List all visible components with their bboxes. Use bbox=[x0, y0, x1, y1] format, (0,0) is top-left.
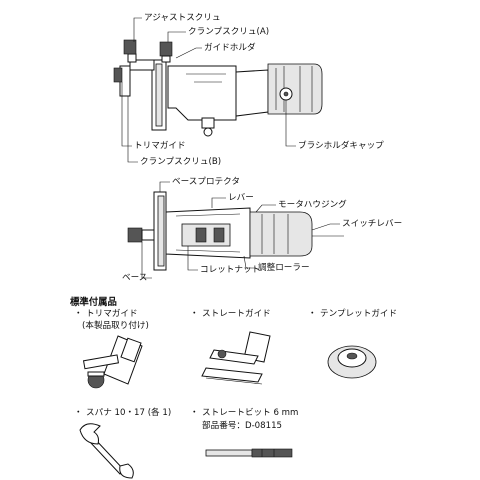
accessory-trim-guide-label: トリマガイド bbox=[86, 309, 138, 319]
motor-housing-label: モータハウジング bbox=[278, 200, 347, 210]
accessory-template-guide-label: テンプレットガイド bbox=[320, 309, 398, 319]
trim-guide-accessory-illustration bbox=[82, 335, 143, 389]
base-protector-label: ベースプロテクタ bbox=[172, 177, 240, 187]
guide-holder-label: ガイドホルダ bbox=[204, 43, 256, 53]
bullet: ・ bbox=[74, 408, 83, 418]
lever-label: レバー bbox=[228, 193, 254, 203]
accessory-trim-guide-note: (本製品取り付け) bbox=[82, 321, 149, 331]
straight-guide-accessory-illustration bbox=[201, 331, 271, 385]
base-label: ベース bbox=[122, 273, 148, 283]
trim-guide-label: トリマガイド bbox=[134, 141, 186, 151]
accessory-straight-bit-label: ストレートビット 6 mm bbox=[202, 408, 299, 418]
accessory-straight-guide-label: ストレートガイド bbox=[202, 309, 271, 319]
straight-bit-accessory-illustration bbox=[205, 448, 293, 458]
trimmer-side-illustration bbox=[127, 181, 344, 279]
accessory-trim-guide: ・トリマガイド bbox=[74, 309, 138, 320]
clamp-screw-a-label: クランプスクリュ(A) bbox=[188, 27, 270, 37]
accessory-spanner: ・スパナ 10・17 (各 1) bbox=[74, 408, 171, 419]
bullet: ・ bbox=[74, 309, 83, 319]
accessories-heading: 標準付属品 bbox=[70, 297, 117, 308]
switch-lever-label: スイッチレバー bbox=[342, 219, 403, 229]
trimmer-with-guide-illustration bbox=[113, 17, 323, 163]
accessory-spanner-label: スパナ 10・17 (各 1) bbox=[86, 408, 172, 418]
accessory-part-number: 部品番号：D-08115 bbox=[202, 421, 283, 431]
bullet: ・ bbox=[308, 309, 317, 319]
collet-nut-label: コレットナット bbox=[200, 265, 261, 275]
bullet: ・ bbox=[190, 408, 199, 418]
accessory-template-guide: ・テンプレットガイド bbox=[308, 309, 397, 320]
bullet: ・ bbox=[190, 309, 199, 319]
spanner-accessory-illustration bbox=[79, 423, 134, 479]
clamp-screw-b-label: クランプスクリュ(B) bbox=[140, 157, 222, 167]
template-guide-accessory-illustration bbox=[327, 345, 377, 379]
adjust-screw-label: アジャストスクリュ bbox=[144, 13, 221, 23]
accessory-straight-guide: ・ストレートガイド bbox=[190, 309, 271, 320]
accessory-straight-bit: ・ストレートビット 6 mm bbox=[190, 408, 298, 419]
adjust-roller-label: 調整ローラー bbox=[258, 263, 310, 273]
brush-holder-cap-label: ブラシホルダキャップ bbox=[298, 141, 384, 151]
